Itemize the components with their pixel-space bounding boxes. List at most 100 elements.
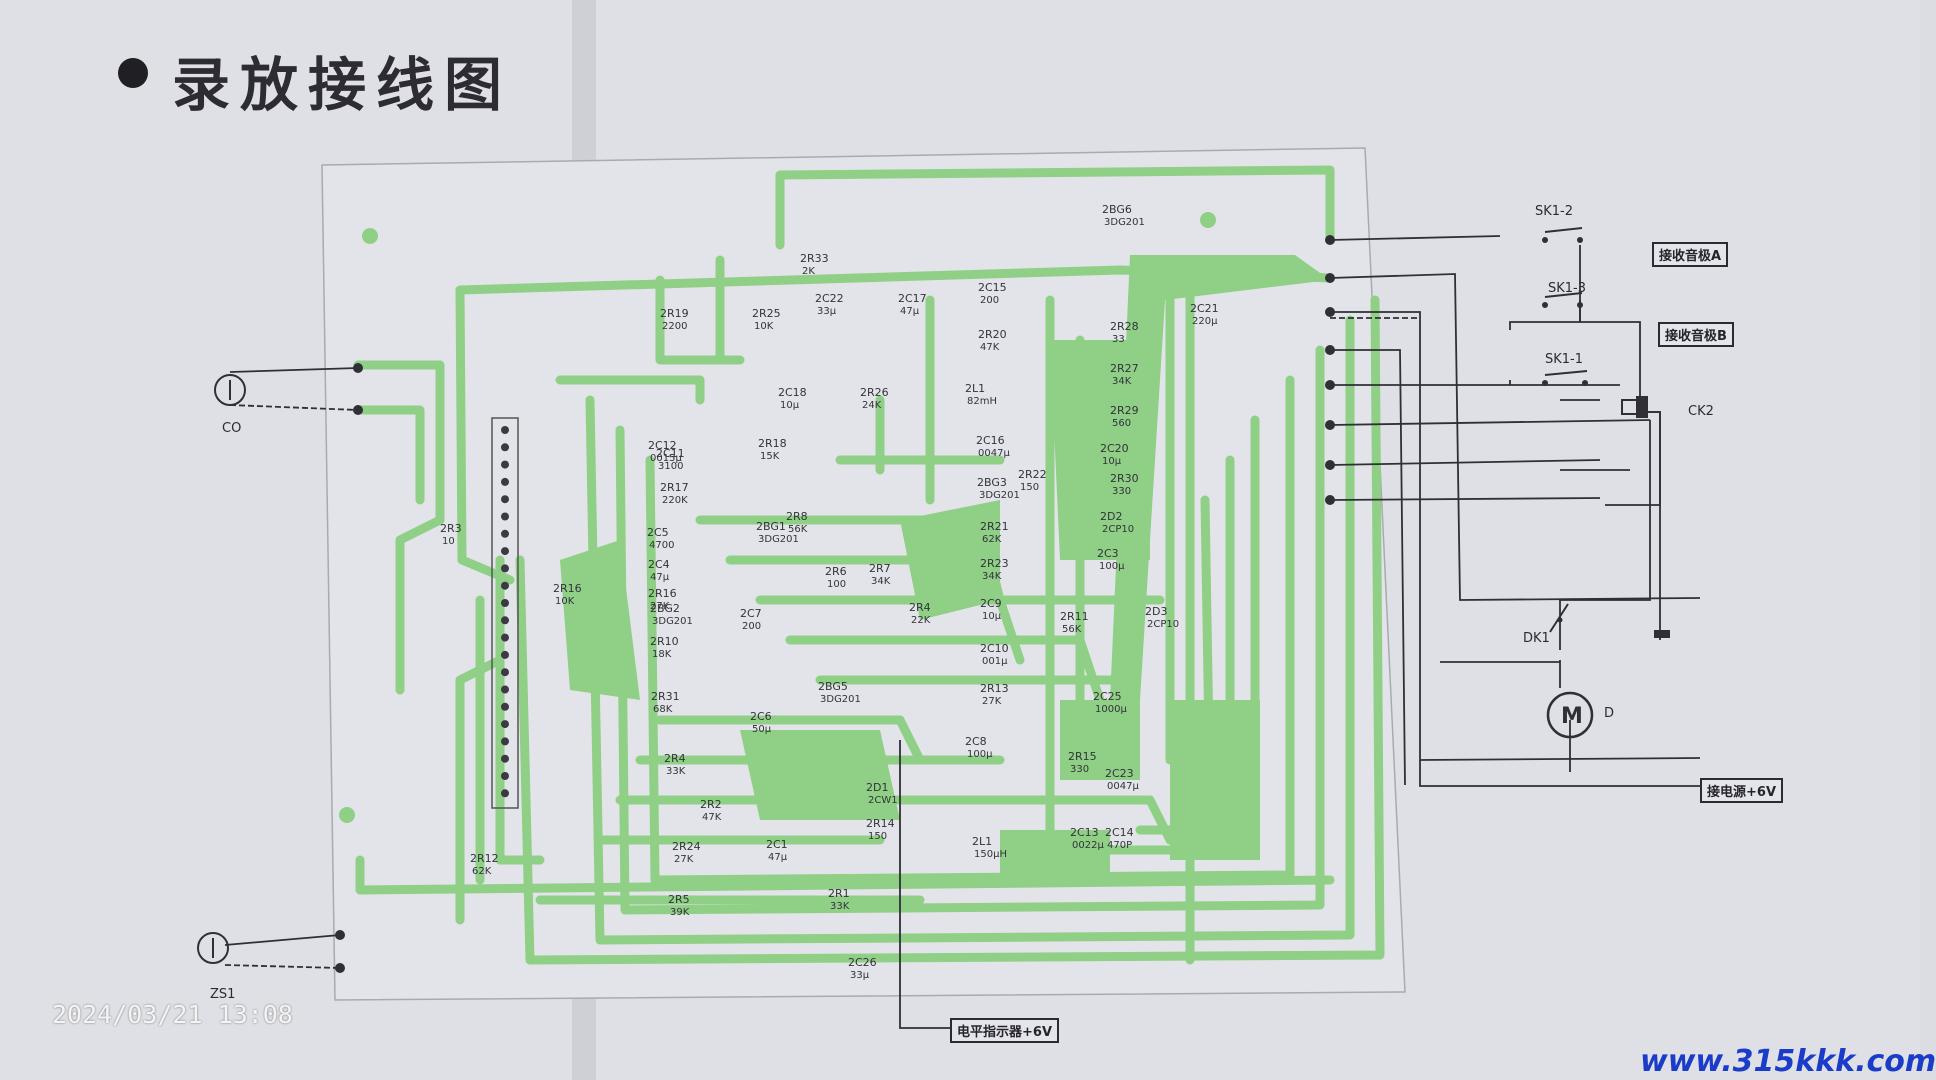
component-value-label: 34K	[982, 571, 1002, 582]
component-value-label: 24K	[862, 400, 882, 411]
component-value-label: 330	[1070, 764, 1089, 775]
component-ref-label: 2R23	[980, 557, 1009, 570]
component-ref-label: 2C8	[965, 735, 987, 748]
component-ref-label: 2C5	[647, 526, 669, 539]
component-value-label: 3100	[658, 461, 683, 472]
title-bullet	[118, 58, 148, 88]
component-value-label: 0047μ	[978, 448, 1010, 459]
component-ref-label: 2C21	[1190, 302, 1219, 315]
tag-head-b: 接收音极B	[1658, 322, 1734, 347]
component-value-label: 3DG201	[652, 616, 693, 627]
pin-pad	[501, 529, 509, 538]
pin-pad	[501, 564, 509, 573]
component-value-label: 56K	[788, 524, 808, 535]
pin-pad	[501, 754, 509, 763]
component-value-label: 3DG201	[1104, 217, 1145, 228]
pin-pad	[501, 668, 509, 677]
pin-pad	[501, 720, 509, 729]
pin-pad	[501, 460, 509, 469]
photo-timestamp: 2024/03/21 13:08	[52, 1000, 293, 1029]
switch-sk1-2-label: SK1-2	[1535, 204, 1573, 219]
component-ref-label: 2R22	[1018, 468, 1047, 481]
component-value-label: 82mH	[967, 396, 997, 407]
component-value-label: 2CW1	[868, 795, 898, 806]
component-value-label: 1000μ	[1095, 704, 1127, 715]
dk1-switch-label: DK1	[1523, 631, 1550, 646]
motor-symbol	[1546, 691, 1594, 739]
component-ref-label: 2C12	[648, 439, 677, 452]
component-ref-label: 2C26	[848, 956, 877, 969]
dk1-switch-symbol	[1549, 603, 1569, 633]
pin-pad	[501, 512, 509, 521]
pin-header	[491, 417, 519, 809]
component-ref-label: 2C14	[1105, 826, 1134, 839]
component-ref-label: 2L1	[965, 382, 985, 395]
ck2-jack-symbol	[1621, 396, 1648, 418]
component-value-label: 0022μ	[1072, 840, 1104, 851]
component-ref-label: 2R29	[1110, 404, 1139, 417]
site-watermark: www.315kkk.com	[1640, 1044, 1936, 1079]
component-value-label: 3DG201	[758, 534, 799, 545]
pin-pad	[501, 772, 509, 780]
component-value-label: 33μ	[817, 306, 837, 317]
component-value-label: 62K	[982, 534, 1002, 545]
component-ref-label: 2R4	[909, 601, 931, 614]
component-value-label: 150	[868, 831, 887, 842]
component-ref-label: 2R27	[1110, 362, 1139, 375]
component-value-label: 27K	[982, 696, 1002, 707]
component-ref-label: 2R30	[1110, 472, 1139, 485]
component-value-label: 68K	[653, 704, 673, 715]
pin-pad	[501, 616, 509, 625]
component-value-label: 10μ	[1102, 456, 1122, 467]
component-value-label: 001μ	[982, 656, 1008, 667]
component-ref-label: 2C25	[1093, 690, 1122, 703]
pin-pad	[501, 599, 509, 607]
pin-header-pads	[501, 426, 509, 798]
component-ref-label: 2BG6	[1102, 203, 1132, 216]
component-ref-label: 2R16	[648, 587, 677, 600]
component-value-label: 18K	[652, 649, 672, 660]
component-value-label: 560	[1112, 418, 1131, 429]
component-ref-label: 2C11	[656, 447, 685, 460]
component-value-label: 10K	[754, 321, 774, 332]
pcb-copper-pours	[560, 255, 1330, 880]
component-value-label: 34K	[871, 576, 891, 587]
component-value-label: 27K	[650, 601, 670, 612]
component-ref-label: 2R19	[660, 307, 689, 320]
tag-head-a: 接收音极A	[1652, 242, 1729, 267]
component-ref-label: 2R18	[758, 437, 787, 450]
component-value-label: 150μH	[974, 849, 1007, 860]
pin-pad	[501, 547, 509, 556]
component-ref-label: 2R25	[752, 307, 781, 320]
component-ref-label: 2BG1	[756, 520, 786, 533]
pin-pad	[501, 702, 509, 711]
component-ref-label: 2R12	[470, 852, 499, 865]
component-ref-label: 2C10	[980, 642, 1009, 655]
component-value-label: 3DG201	[820, 694, 861, 705]
ground-symbol	[1654, 630, 1670, 638]
pin-pad	[501, 650, 509, 659]
component-ref-label: 2R28	[1110, 320, 1139, 333]
component-value-label: 100μ	[1099, 561, 1125, 572]
component-value-label: 330	[1112, 486, 1131, 497]
component-ref-label: 2C15	[978, 281, 1007, 294]
component-ref-label: 2BG3	[977, 476, 1007, 489]
component-value-label: 0047μ	[1107, 781, 1139, 792]
component-value-label: 33K	[666, 766, 686, 777]
component-value-label: 10μ	[780, 400, 800, 411]
component-value-label: 200	[742, 621, 761, 632]
component-ref-label: 2R21	[980, 520, 1009, 533]
component-ref-label: 2R10	[650, 635, 679, 648]
component-ref-label: 2R11	[1060, 610, 1089, 623]
component-ref-label: 2D1	[866, 781, 888, 794]
component-value-label: 33μ	[850, 970, 870, 981]
component-value-label: 3DG201	[979, 490, 1020, 501]
component-ref-label: 2BG2	[650, 602, 680, 615]
pin-pad	[501, 426, 509, 434]
switch-sk1-2-symbol	[1542, 227, 1583, 243]
switch-sk1-1-symbol	[1542, 370, 1588, 386]
switch-sk1-3-label: SK1-3	[1548, 281, 1586, 296]
co-jack-label: CO	[222, 421, 241, 436]
component-value-label: 56K	[1062, 624, 1082, 635]
component-ref-label: 2R3	[440, 522, 462, 535]
